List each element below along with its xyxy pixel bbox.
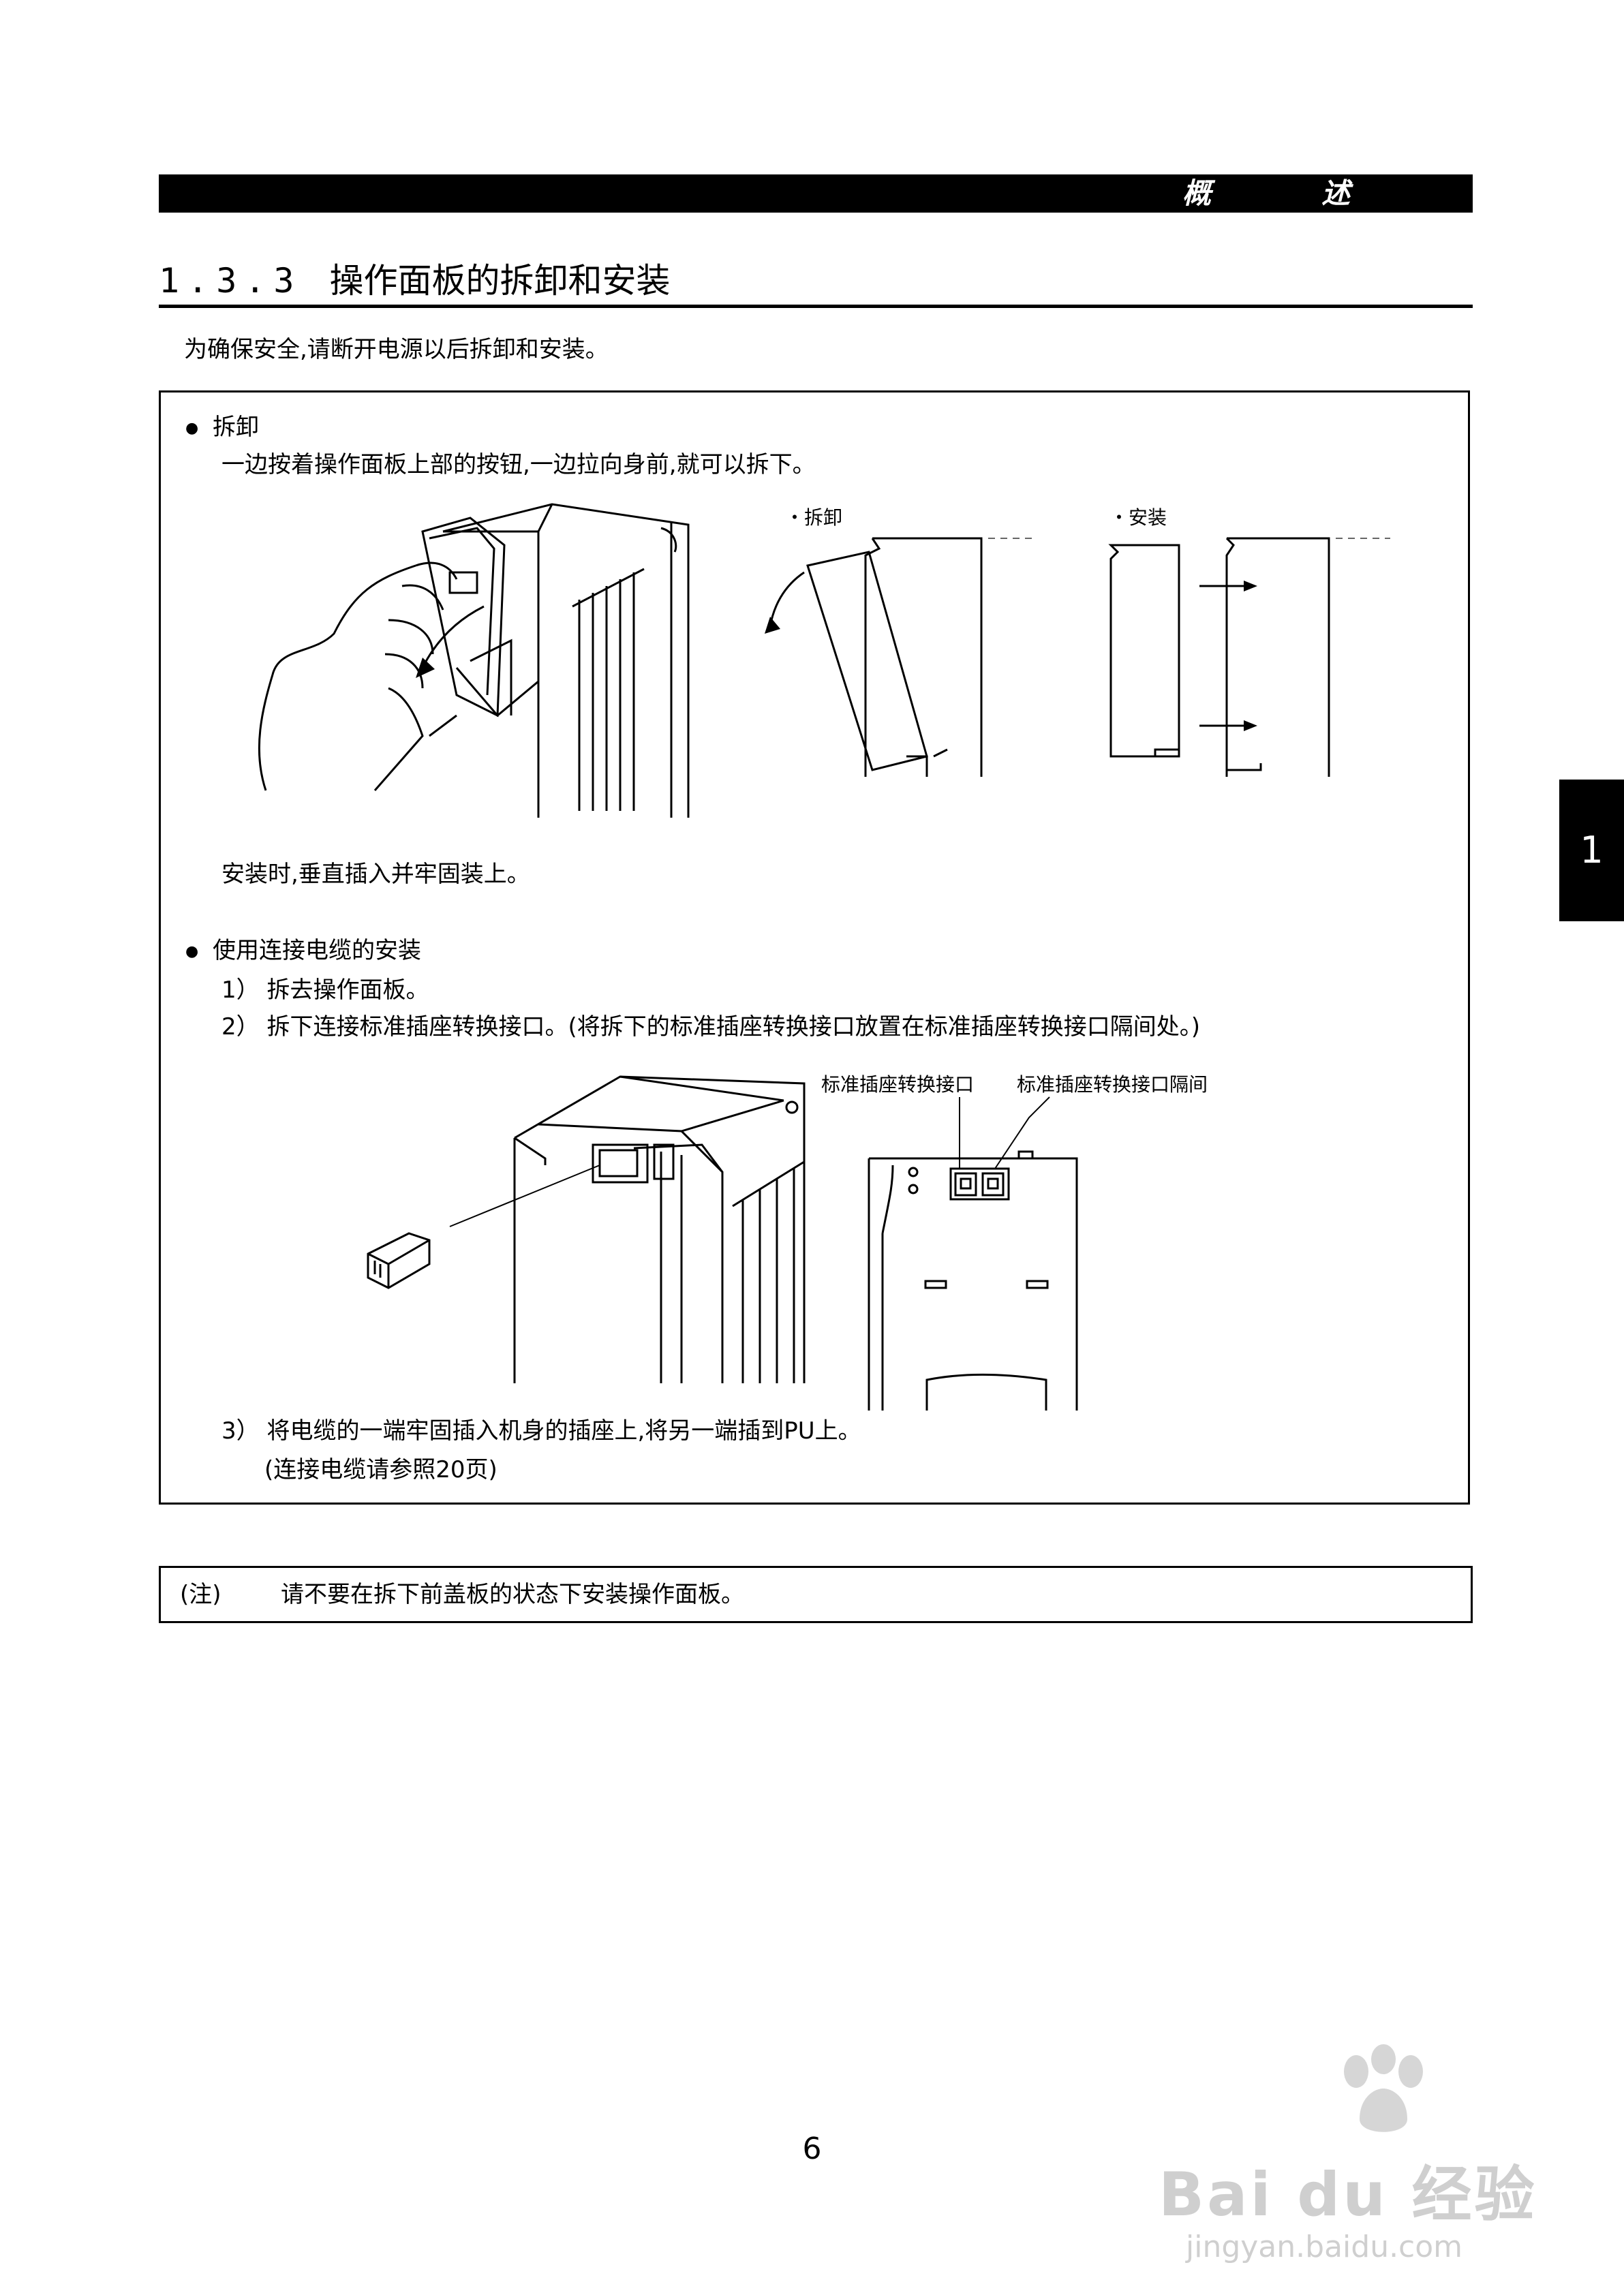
page-number: 6 [802, 2131, 822, 2166]
note-box: (注) 请不要在拆下前盖板的状态下安装操作面板。 [159, 1566, 1473, 1623]
baidu-watermark: Bai du 经验 jingyan.baidu.com [1159, 2044, 1540, 2276]
install-diagram-label: ・安装 [1109, 506, 1167, 529]
cable-step-2: 2） 拆下连接标准插座转换接口。(将拆下的标准插座转换接口放置在标准插座转换接口… [221, 1013, 1200, 1041]
section-number: 1.3.3 [159, 261, 303, 301]
note-text: 请不要在拆下前盖板的状态下安装操作面板。 [281, 1581, 744, 1608]
watermark-url: jingyan.baidu.com [1186, 2230, 1463, 2264]
procedure-box [159, 390, 1470, 1505]
note-label: (注) [180, 1581, 221, 1608]
label-adapter: 标准插座转换接口 [821, 1073, 975, 1096]
paw-icon [1344, 2044, 1423, 2132]
panel-removal-illustration [258, 503, 690, 818]
chapter-title: 概 述 [1182, 176, 1391, 210]
remove-diagram-label: ・拆卸 [785, 506, 843, 529]
label-compartment: 标准插座转换接口隔间 [1017, 1073, 1208, 1096]
watermark-brand: Bai du 经验 [1159, 2159, 1537, 2230]
section-heading: 1.3.3 操作面板的拆卸和安装 [159, 253, 671, 308]
adapter-removal-illustration [367, 1075, 806, 1383]
removal-heading: 拆卸 [185, 410, 259, 446]
removal-text: 一边按着操作面板上部的按钮,一边拉向身前,就可以拆下。 [221, 451, 816, 478]
cable-step-1: 1） 拆去操作面板。 [221, 976, 429, 1004]
cable-heading: 使用连接电缆的安装 [185, 934, 421, 969]
section-title: 操作面板的拆卸和安装 [329, 261, 671, 301]
chapter-header-bar: 概 述 [159, 174, 1473, 213]
cable-step-3-ref: (连接电缆请参照20页) [264, 1456, 497, 1483]
cable-step-3: 3） 将电缆的一端牢固插入机身的插座上,将另一端插到PU上。 [221, 1417, 861, 1445]
install-diagram [1108, 537, 1390, 777]
intro-text: 为确保安全,请断开电源以后拆卸和安装。 [184, 336, 609, 363]
adapter-front-view [868, 1096, 1078, 1411]
chapter-tab-number: 1 [1580, 829, 1604, 872]
remove-diagram [765, 537, 1036, 777]
title-rule [159, 305, 1473, 308]
install-note: 安装时,垂直插入并牢固装上。 [221, 861, 530, 888]
chapter-tab: 1 [1559, 780, 1624, 921]
